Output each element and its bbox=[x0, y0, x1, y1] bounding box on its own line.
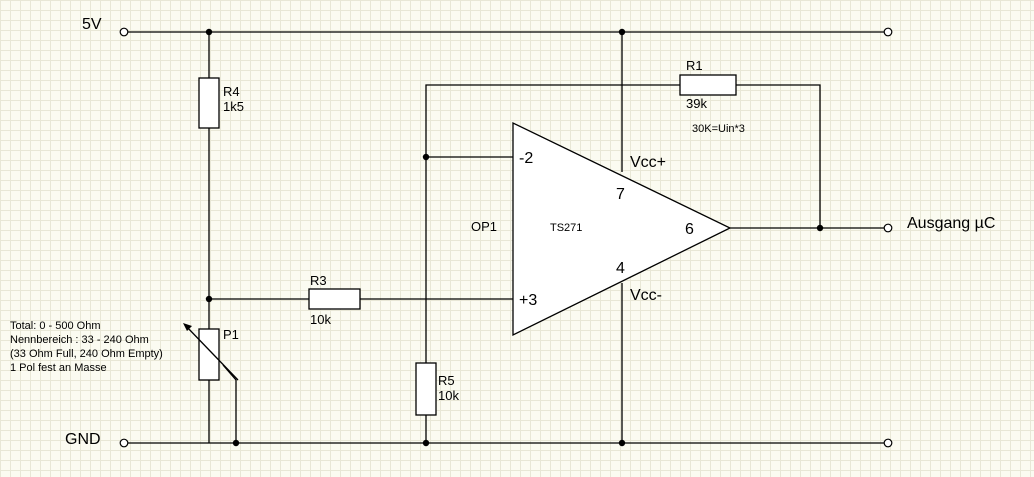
label-gain-note: 30K=Uin*3 bbox=[692, 123, 745, 135]
potentiometer-arrow-icon bbox=[183, 323, 239, 381]
wires bbox=[128, 31, 884, 444]
label-r1-value: 39k bbox=[686, 96, 707, 111]
resistor-r3 bbox=[308, 288, 361, 310]
resistor-r4 bbox=[198, 77, 220, 129]
label-vcc-minus: Vcc- bbox=[630, 287, 662, 304]
terminal-gnd bbox=[119, 438, 129, 448]
terminal-output bbox=[883, 223, 893, 233]
p1-note-line: Total: 0 - 500 Ohm bbox=[10, 320, 101, 332]
label-r4-value: 1k5 bbox=[223, 99, 244, 114]
resistor-r1 bbox=[679, 74, 737, 96]
p1-note-line: 1 Pol fest an Masse bbox=[10, 362, 107, 374]
label-vcc-plus: Vcc+ bbox=[630, 154, 666, 171]
label-r5-value: 10k bbox=[438, 388, 459, 403]
terminal-gnd-right bbox=[883, 438, 893, 448]
label-output: Ausgang µC bbox=[907, 215, 995, 232]
label-pin-noninv: +3 bbox=[519, 292, 537, 309]
label-r1-name: R1 bbox=[686, 58, 703, 73]
label-5v: 5V bbox=[82, 16, 102, 33]
label-r5-name: R5 bbox=[438, 373, 455, 388]
label-pin-inv: -2 bbox=[519, 150, 533, 167]
label-pin-6: 6 bbox=[685, 221, 694, 238]
terminal-5v bbox=[119, 27, 129, 37]
wire-feedback-right bbox=[736, 84, 821, 228]
resistor-r5 bbox=[415, 362, 437, 416]
terminal-supply-right bbox=[883, 27, 893, 37]
potentiometer-p1 bbox=[198, 328, 220, 381]
wire-p1-wiper-gnd bbox=[222, 364, 237, 443]
wire-feedback-left bbox=[425, 84, 680, 363]
label-opamp-type: TS271 bbox=[550, 222, 582, 234]
label-gnd: GND bbox=[65, 431, 101, 448]
p1-note-line: Nennbereich : 33 - 240 Ohm bbox=[10, 334, 149, 346]
label-p1-name: P1 bbox=[223, 327, 239, 342]
label-r3-value: 10k bbox=[310, 312, 331, 327]
p1-note-line: (33 Ohm Full, 240 Ohm Empty) bbox=[10, 348, 163, 360]
label-pin-4: 4 bbox=[616, 260, 625, 277]
junction-nodes bbox=[205, 28, 824, 447]
opamp-triangle bbox=[512, 121, 732, 337]
p1-notes: Total: 0 - 500 Ohm Nennbereich : 33 - 24… bbox=[10, 320, 163, 374]
label-pin-7: 7 bbox=[616, 186, 625, 203]
label-r3-name: R3 bbox=[310, 273, 327, 288]
label-r4-name: R4 bbox=[223, 84, 240, 99]
label-opamp-name: OP1 bbox=[471, 219, 497, 234]
